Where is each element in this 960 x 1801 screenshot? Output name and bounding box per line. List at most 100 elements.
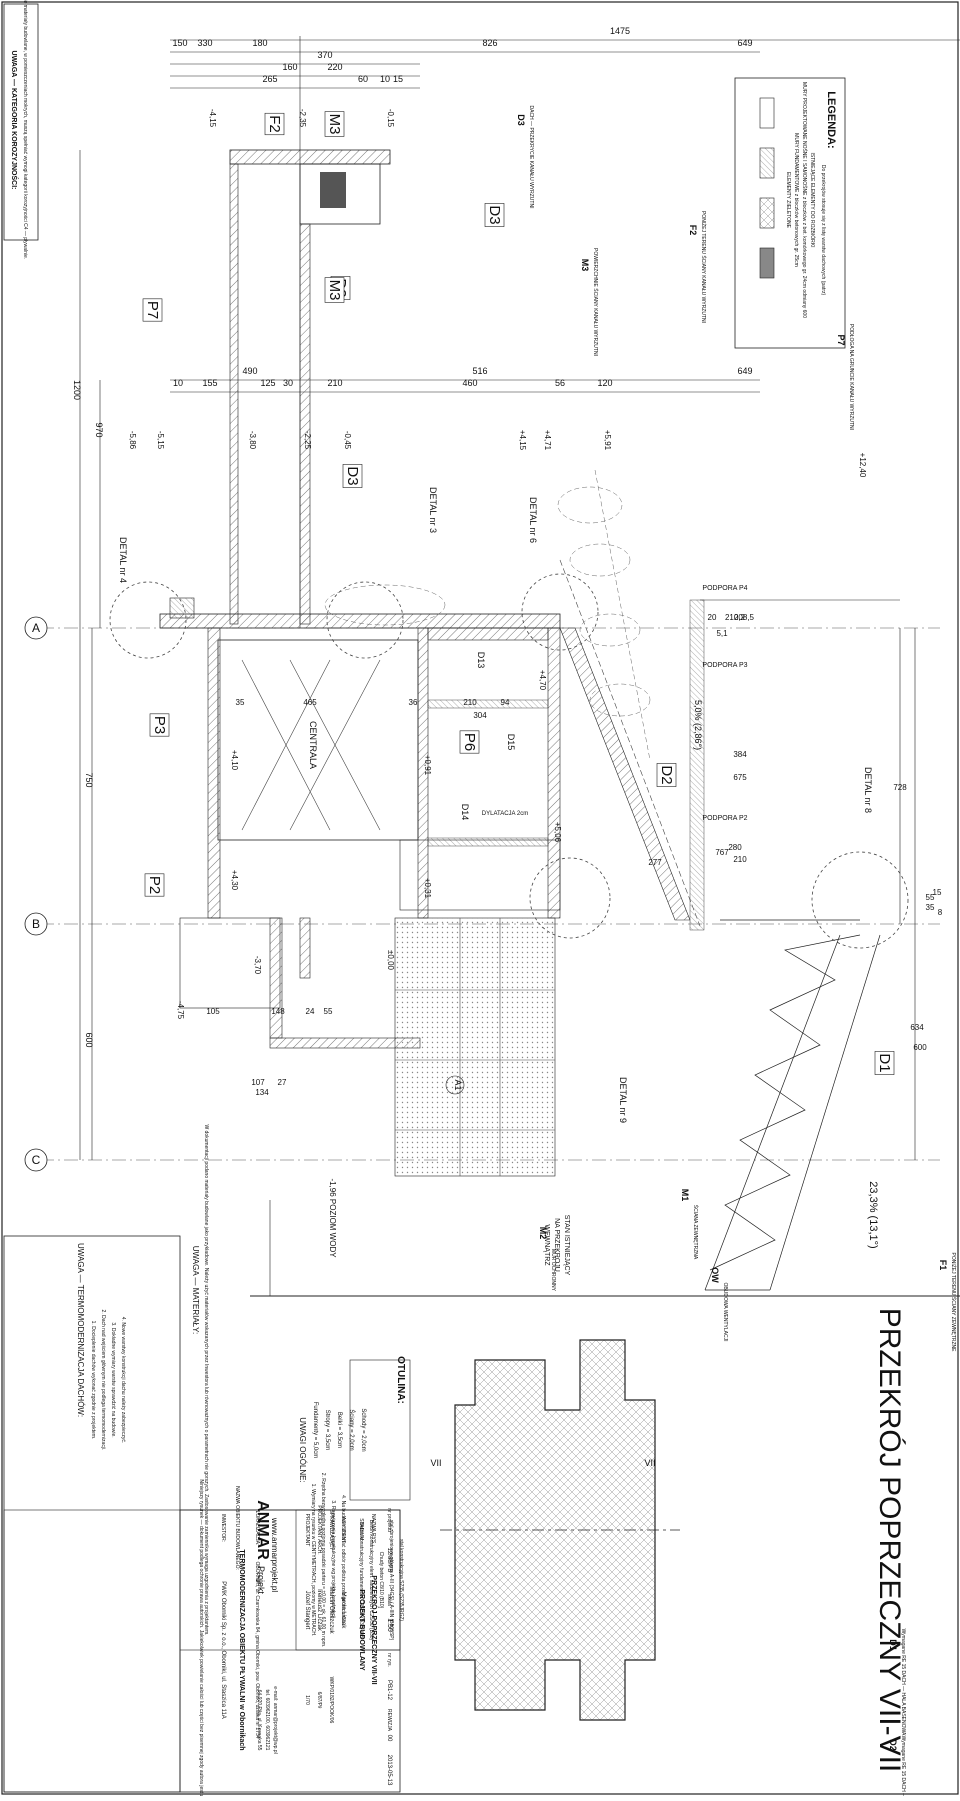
spec-block-id: D1 — [888, 1639, 898, 1651]
existing-state-label: NA PRZEKROJU — [553, 1218, 560, 1272]
dimension-misc: 210 — [463, 698, 477, 707]
spec-block-id: F2 — [688, 225, 698, 236]
concrete-spec: stal konstrukcyjna S235 (S235JRG2) — [398, 1539, 404, 1621]
dimension-top: 265 — [262, 74, 277, 84]
dimension-mid: 30 — [283, 378, 293, 388]
date: 2013-05-13 — [386, 1755, 392, 1786]
level-mark: +4,15 — [518, 430, 527, 451]
role-label: ASYSTENT — [340, 1517, 346, 1543]
spec-block-title: PONIŻEJ TERENU ŚCIANY KANAŁU WYRZUTNI — [700, 211, 708, 323]
role-permission: 6/87/Pił — [316, 1692, 322, 1710]
spec-block-id: D2 — [888, 1739, 898, 1751]
dimension-top: 160 — [282, 62, 297, 72]
dimension-misc: 208,5 — [734, 613, 755, 622]
dimension-misc: 36 — [409, 698, 418, 707]
location: OBORNIKI, ul. Czarnkowska 84, gmina Obor… — [254, 1561, 260, 1738]
role-label: PROJEKTANT — [304, 1514, 310, 1547]
role-permission: WKP/0182/POOK/06 — [328, 1677, 334, 1724]
element-label: P3 — [151, 716, 168, 734]
drawing-nr: PB1-12 — [386, 1680, 392, 1701]
spec-block-id: M3 — [580, 259, 590, 272]
dimension-misc: 55 — [324, 1007, 333, 1016]
thermo-heading: UWAGA — TERMOMODERNIZACJA DACHÓW: — [76, 1243, 85, 1417]
level-mark: +0,91 — [423, 755, 432, 776]
slope-mark: 5,0% (2,86°) — [693, 700, 703, 750]
dimension-vertical: 750 — [84, 772, 94, 787]
corrosion-body: Wszystkie materiały budowlane, w pomiesz… — [22, 0, 28, 259]
dimension-top: 330 — [197, 38, 212, 48]
spec-block-title: PODŁOGA NA GRUNCIE KANAŁU WYRZUTNI — [848, 324, 854, 430]
general-notes-heading: UWAGI OGÓLNE: — [298, 1417, 307, 1483]
company-email: e-mail: anmar@projekt@wp.pl — [272, 1686, 278, 1753]
spec-block-id: D3 — [516, 114, 526, 126]
role-name: Marcin Oleszczuk — [328, 1586, 334, 1634]
object-name: TERMOMODERNIZACJA OBIEKTU PŁYWALNI w Obo… — [238, 1549, 245, 1750]
dimension-misc: 148 — [271, 1007, 285, 1016]
level-mark: -4,75 — [176, 1001, 185, 1020]
dimension-misc: 210,2 — [725, 613, 746, 622]
section-mark: VII — [430, 1458, 441, 1468]
dimension-misc: 55 — [926, 893, 935, 902]
dimension-top: 10 — [380, 74, 390, 84]
project-nr: 12/88/PB — [386, 1548, 392, 1573]
level-mark: -2,35 — [298, 109, 307, 128]
dimension-mid: 516 — [472, 366, 487, 376]
location-label: LOKALIZACJA: — [254, 1511, 260, 1546]
investor: PWiK Oborniki Sp. z o.o., Oborniki, ul. … — [220, 1581, 226, 1719]
project-nr-label: nr projektu — [386, 1508, 392, 1532]
general-note: 1. Wymiary na rysunku w CENTYMETRACH, po… — [310, 1484, 316, 1637]
revision-label: REWIZJA — [386, 1709, 392, 1732]
dimension-mid: 10 — [173, 378, 183, 388]
spec-block-id: P7 — [836, 334, 846, 345]
dimension-mid: 155 — [202, 378, 217, 388]
dimension-misc: 15 — [933, 888, 942, 897]
dimension-misc: 8 — [938, 908, 943, 917]
corrosion-heading: UWAGA — KATEGORIA KOROZYJNOŚCI: — [10, 51, 19, 190]
dimension-misc: 304 — [473, 711, 487, 720]
element-label: M3 — [326, 114, 343, 135]
dimension-misc: 35 — [236, 698, 245, 707]
element-label: CENTRALA — [308, 721, 318, 769]
element-label: D1 — [876, 1053, 893, 1072]
role-name: Marcin Liczak — [340, 1592, 346, 1630]
spec-block-id: M1 — [680, 1189, 690, 1202]
dimension-misc: 107 — [251, 1078, 265, 1087]
level-mark: +4,71 — [543, 430, 552, 451]
role-name: Józef Stangert — [304, 1591, 310, 1630]
level-mark: -3,80 — [248, 431, 257, 450]
dimension-vertical: 600 — [84, 1032, 94, 1047]
stage-label: STADIUM: — [358, 1518, 364, 1542]
dimension-misc: 634 — [910, 1023, 924, 1032]
copyright: Niniejszy rysunek — dokument podlega och… — [198, 1479, 204, 1796]
spec-block-title: PONIŻEJ TERENU ŚCIANY ZEWNĘTRZNE — [950, 1253, 958, 1353]
dimension-misc: 277 — [648, 858, 662, 867]
dimension-mid: 649 — [737, 366, 752, 376]
sheet-name: PRZEKRÓJ POPRZECZNY VII-VII — [370, 1575, 379, 1684]
spec-block-title: ŚCIANA ZEWNĘTRZNA — [692, 1205, 700, 1260]
dimension-mid: 210 — [327, 378, 342, 388]
scale: 1:50 — [386, 1618, 393, 1632]
structure — [3, 3, 960, 1793]
level-mark: -0,45 — [343, 431, 352, 450]
dimension-top: 60 — [358, 74, 368, 84]
dimension-misc: 465 — [303, 698, 317, 707]
dimension-misc: 35 — [926, 903, 935, 912]
role-label: SPRAWDZAJĄCY — [328, 1510, 334, 1552]
level-mark: -0,15 — [386, 109, 395, 128]
detail-callout: DETAL nr 9 — [618, 1077, 628, 1123]
spec-block-title: MUR OCHRONNY — [550, 1249, 556, 1292]
company-tel: tel. 603962100, 603962121 — [264, 1690, 270, 1751]
level-mark: -5,15 — [156, 431, 165, 450]
dimension-mid: 490 — [242, 366, 257, 376]
dimension-mid: 120 — [597, 378, 612, 388]
drawing-title: PRZEKRÓJ POPRZECZNY VII-VII — [873, 1308, 906, 1773]
axis-label: C — [32, 1153, 41, 1167]
thermo-note: 4. Nowe warstwy konstrukcji dachu należy… — [120, 1317, 126, 1443]
dimension-vertical: 970 — [94, 422, 104, 437]
legend-item: ISTNIEJĄCE ELEMENTY DO ROZBIÓRKI — [809, 153, 816, 248]
revision: 00 — [386, 1735, 392, 1742]
thermo-note: 1. Docieplenie dachów wykonać zgodnie z … — [90, 1321, 96, 1440]
dimension-misc: 600 — [913, 1043, 927, 1052]
